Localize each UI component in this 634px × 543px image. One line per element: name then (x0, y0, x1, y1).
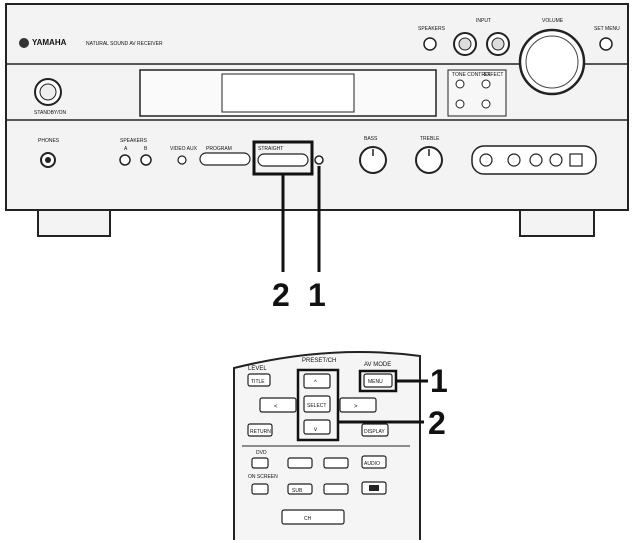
mode-button-4[interactable] (481, 99, 491, 109)
tone-top-label: SPEAKERS (418, 26, 446, 32)
on-screen-label: ON SCREEN (248, 474, 278, 480)
video-input-jack-1[interactable] (479, 153, 493, 167)
yamaha-logo-icon (19, 38, 29, 48)
left-arrow-icon: < (274, 404, 278, 410)
video-input-jack-4[interactable] (549, 153, 563, 167)
effect-label: EFFECT (484, 72, 503, 78)
dpad-highlight (296, 368, 340, 442)
menu-button-label: MENU (368, 379, 383, 385)
right-arrow-icon: > (354, 404, 358, 410)
title-button-label: TITLE (251, 379, 265, 385)
optical-input-jack[interactable] (569, 153, 583, 167)
volume-knob-ring (525, 35, 579, 89)
bass-label: BASS (364, 136, 378, 142)
av-mode-label: AV MODE (364, 362, 391, 368)
mode-button-2[interactable] (481, 79, 491, 89)
up-button[interactable] (303, 373, 331, 389)
preset-ch-label: PRESET/CH (302, 358, 336, 364)
receiver-foot-left (37, 209, 111, 237)
treble-label: TREBLE (420, 136, 440, 142)
program-selector[interactable] (199, 152, 251, 166)
top-knob-small[interactable] (423, 37, 437, 51)
ch-button-label: CH (304, 516, 312, 522)
input-label: INPUT (476, 18, 491, 24)
display-screen (221, 73, 355, 113)
dvd-button[interactable] (251, 457, 269, 469)
standby-label: STANDBY/ON (34, 110, 67, 116)
search-fwd-button[interactable] (323, 457, 349, 469)
volume-knob[interactable] (518, 28, 586, 96)
video-input-jack-3[interactable] (529, 153, 543, 167)
select-button-label: SELECT (307, 403, 326, 409)
program-label: PROGRAM (206, 146, 232, 152)
speakers-label: SPEAKERS (120, 138, 148, 144)
callout-number-remote-1: 1 (430, 363, 448, 399)
return-button-label: RETURN (250, 429, 271, 435)
phones-label: PHONES (38, 138, 60, 144)
search-back-button[interactable] (287, 457, 313, 469)
display-button-label: DISPLAY (364, 429, 385, 435)
callout-number-receiver-1: 1 (308, 277, 326, 313)
title-button[interactable] (247, 373, 271, 387)
remote-control: LEVEL PRESET/CH AV MODE TITLE ^ SELECT v… (233, 351, 421, 540)
straight-label: STRAIGHT (258, 146, 283, 152)
ch-button[interactable] (281, 509, 345, 525)
on-screen-button[interactable] (251, 483, 269, 495)
set-menu-knob[interactable] (599, 37, 613, 51)
input-knob-right-inner (491, 37, 505, 51)
select-button[interactable] (303, 395, 331, 413)
return-button[interactable] (247, 423, 273, 437)
model-text: NATURAL SOUND AV RECEIVER (86, 41, 163, 47)
stop-icon (369, 485, 379, 491)
video-aux-button[interactable] (177, 155, 187, 165)
effect-button[interactable] (314, 155, 324, 165)
standby-button-inner (39, 83, 57, 101)
sub-button-label: SUB (292, 488, 303, 494)
speakers-a-label: A (124, 146, 128, 152)
bass-knob[interactable] (359, 146, 387, 174)
mode-button-1[interactable] (455, 79, 465, 89)
speakers-b-label: B (144, 146, 148, 152)
phones-jack-hole (45, 157, 51, 163)
brand-text: YAMAHA (32, 38, 67, 47)
speakers-a-button[interactable] (119, 154, 131, 166)
down-arrow-icon: v (314, 427, 317, 433)
audio-button[interactable] (361, 455, 387, 469)
tone-control-label: TONE CONTROL (452, 72, 492, 78)
receiver: YAMAHA NATURAL SOUND AV RECEIVER SPEAKER… (5, 3, 629, 237)
video-aux-label: VIDEO AUX (170, 146, 198, 152)
callout-number-remote-2: 2 (428, 405, 446, 441)
menu-button[interactable] (363, 373, 393, 388)
up-arrow-icon: ^ (314, 380, 317, 386)
callout-number-receiver-2: 2 (272, 277, 290, 313)
level-label: LEVEL (248, 366, 267, 372)
search-button[interactable] (323, 483, 349, 495)
receiver-foot-right (519, 209, 595, 237)
dvd-label: DVD (256, 450, 267, 456)
mode-button-panel (447, 69, 507, 117)
straight-button[interactable] (257, 153, 309, 167)
set-menu-label: SET MENU (594, 26, 620, 32)
right-button[interactable] (339, 397, 377, 413)
treble-knob[interactable] (415, 146, 443, 174)
audio-button-label: AUDIO (364, 461, 380, 467)
speakers-b-button[interactable] (140, 154, 152, 166)
mode-button-3[interactable] (455, 99, 465, 109)
left-button[interactable] (259, 397, 297, 413)
down-button[interactable] (303, 419, 331, 435)
volume-label: VOLUME (542, 18, 564, 24)
input-knob-left-inner (458, 37, 472, 51)
display-button[interactable] (361, 423, 389, 437)
video-input-jack-2[interactable] (507, 153, 521, 167)
sub-button[interactable] (287, 483, 313, 495)
